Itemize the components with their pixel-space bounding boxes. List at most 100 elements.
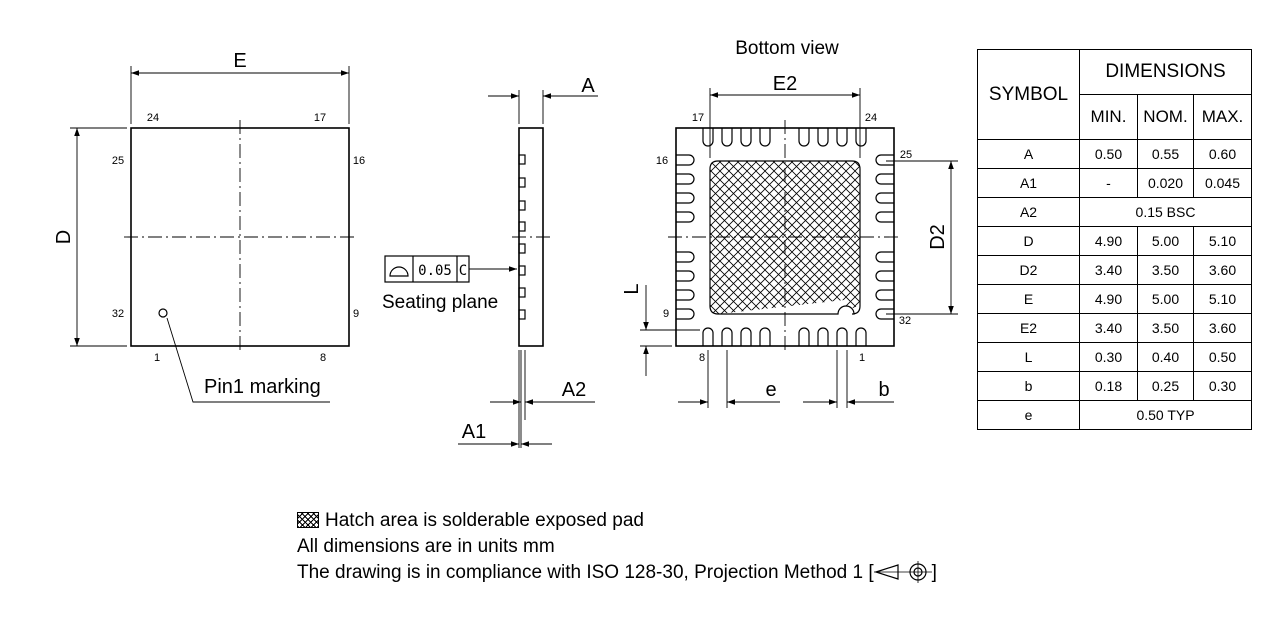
min-value-cell: 0.18: [1079, 371, 1138, 401]
dim-E-label: E: [233, 50, 246, 72]
dim-A1-label: A1: [462, 421, 486, 443]
symbol-cell: E: [977, 284, 1080, 314]
dim-E2-label: E2: [773, 73, 797, 95]
dim-L-label: L: [621, 283, 643, 294]
bottom-pin-16: 16: [656, 155, 668, 167]
symbol-cell: D: [977, 226, 1080, 256]
seating-plane-label: Seating plane: [382, 292, 498, 313]
min-value-cell: -: [1079, 168, 1138, 198]
table-subheader-row: MIN. NOM. MAX.: [978, 94, 1252, 140]
max-value-cell: 0.50: [1193, 342, 1252, 372]
bottom-pin-17: 17: [692, 112, 704, 124]
max-value-cell: 0.60: [1193, 139, 1252, 169]
bottom-pin-1: 1: [859, 352, 865, 364]
dim-b-label: b: [878, 379, 889, 401]
nom-value-cell: 0.40: [1137, 342, 1194, 372]
symbol-cell: b: [977, 371, 1080, 401]
bottom-pin-32: 32: [899, 315, 911, 327]
min-value-cell: 4.90: [1079, 284, 1138, 314]
nom-value-cell: 0.55: [1137, 139, 1194, 169]
first-angle-projection-icon: [873, 561, 932, 583]
bottom-pin-9: 9: [663, 308, 669, 320]
min-value-cell: 0.30: [1079, 342, 1138, 372]
min-header: MIN.: [1079, 94, 1138, 140]
max-value-cell: 0.30: [1193, 371, 1252, 401]
min-value-cell: 4.90: [1079, 226, 1138, 256]
max-value-cell: 3.60: [1193, 313, 1252, 343]
max-value-cell: 5.10: [1193, 284, 1252, 314]
max-value-cell: 5.10: [1193, 226, 1252, 256]
units-note: All dimensions are in units mm: [297, 536, 555, 557]
dim-D-label: D: [53, 230, 75, 244]
top-view: E D 24 17 25 16 32 9 1 8 Pin1 marking: [53, 50, 365, 403]
max-header: MAX.: [1193, 94, 1252, 140]
bottom-terminals-left: [676, 154, 695, 320]
max-value-cell: 3.60: [1193, 255, 1252, 285]
symbol-cell: D2: [977, 255, 1080, 285]
symbol-cell: L: [977, 342, 1080, 372]
dim-A2-label: A2: [562, 379, 586, 401]
nom-header: NOM.: [1137, 94, 1194, 140]
compliance-note-prefix: The drawing is in compliance with ISO 12…: [297, 562, 874, 583]
nom-value-cell: 5.00: [1137, 284, 1194, 314]
nom-value-cell: 0.020: [1137, 168, 1194, 198]
pin1-marking-label: Pin1 marking: [204, 376, 321, 398]
bottom-terminals-right: [875, 154, 894, 320]
bottom-terminals-top: [702, 128, 867, 147]
dim-D2-label: D2: [927, 224, 949, 250]
dim-A-label: A: [581, 75, 595, 97]
bottom-view-title: Bottom view: [735, 38, 839, 59]
top-pin-1: 1: [154, 352, 160, 364]
side-view: A A2 A1 0.05 C Seating plane: [382, 75, 598, 448]
symbol-header: SYMBOL: [977, 49, 1080, 140]
dim-e-label: e: [765, 379, 776, 401]
tolerance-value: 0.05: [418, 263, 452, 279]
compliance-note: The drawing is in compliance with ISO 12…: [297, 560, 937, 586]
min-value-cell: 0.50: [1079, 139, 1138, 169]
symbol-cell: e: [977, 400, 1080, 430]
top-pin-24: 24: [147, 112, 159, 124]
top-pin-17: 17: [314, 112, 326, 124]
bottom-pin-8: 8: [699, 352, 705, 364]
top-pin-25: 25: [112, 155, 124, 167]
table-header-row: SYMBOL DIMENSIONS: [977, 49, 1252, 140]
top-pin-9: 9: [353, 308, 359, 320]
flatness-tolerance-icon: [389, 266, 409, 277]
hatch-swatch-icon: [297, 512, 319, 528]
bottom-pin-25: 25: [900, 149, 912, 161]
top-pin-32: 32: [112, 308, 124, 320]
symbol-cell: A1: [977, 168, 1080, 198]
hatch-note: Hatch area is solderable exposed pad: [297, 508, 937, 534]
span-value-cell: 0.50 TYP: [1079, 400, 1252, 430]
top-pin-16: 16: [353, 155, 365, 167]
nom-value-cell: 3.50: [1137, 313, 1194, 343]
side-view-terminals: [518, 154, 526, 320]
nom-value-cell: 3.50: [1137, 255, 1194, 285]
bottom-pin-24: 24: [865, 112, 877, 124]
span-value-cell: 0.15 BSC: [1079, 197, 1252, 227]
max-value-cell: 0.045: [1193, 168, 1252, 198]
compliance-note-suffix: ]: [931, 562, 937, 583]
symbol-cell: A2: [977, 197, 1080, 227]
hatch-note-text: Hatch area is solderable exposed pad: [325, 510, 644, 531]
nom-value-cell: 0.25: [1137, 371, 1194, 401]
bottom-terminals-bottom: [702, 327, 867, 346]
drawing-notes: Hatch area is solderable exposed pad All…: [297, 508, 937, 586]
flatness-tolerance-frame: 0.05 C: [384, 255, 517, 283]
dimensions-header: DIMENSIONS: [1079, 49, 1252, 95]
symbol-cell: A: [977, 139, 1080, 169]
min-value-cell: 3.40: [1079, 313, 1138, 343]
min-value-cell: 3.40: [1079, 255, 1138, 285]
datum-letter: C: [459, 263, 467, 279]
